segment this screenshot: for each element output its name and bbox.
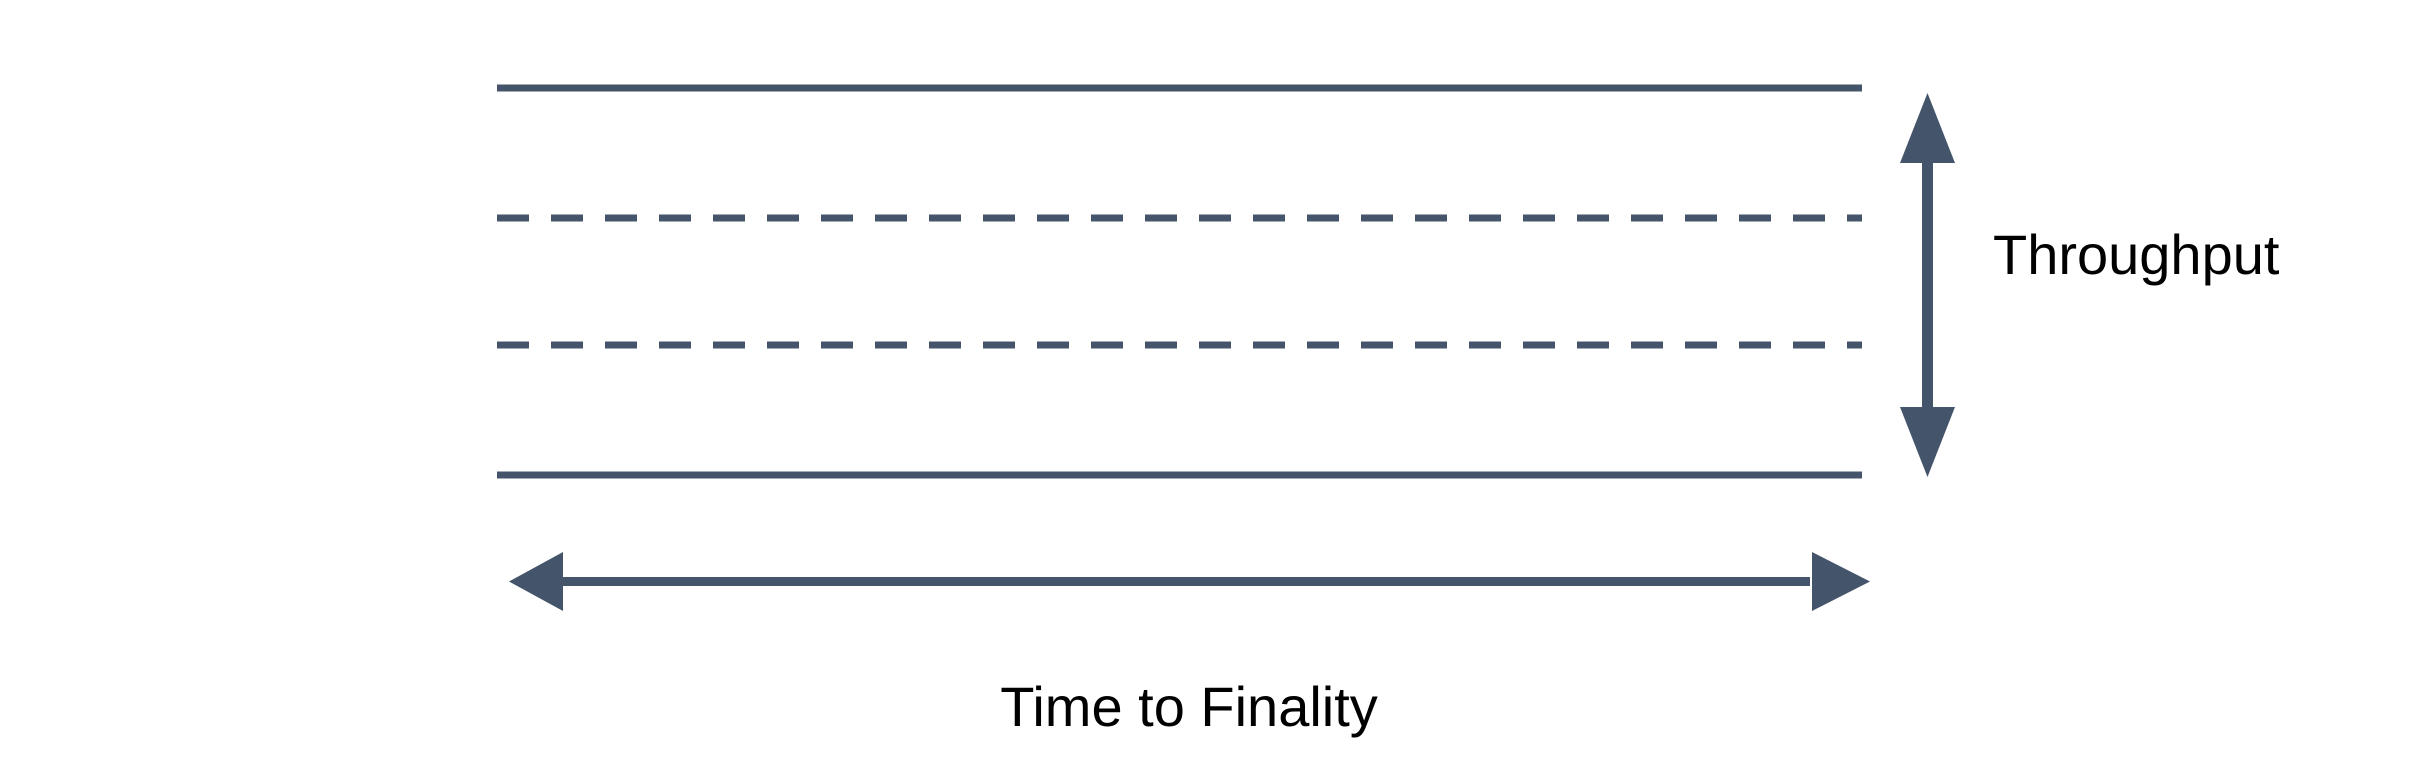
lane-group (497, 84, 1862, 479)
time-to-finality-axis-label: Time to Finality (1000, 675, 1378, 738)
time-to-finality-arrowhead-left (509, 552, 563, 611)
throughput-arrowhead-up (1900, 93, 1955, 163)
throughput-arrow-shaft (1922, 160, 1933, 410)
time-to-finality-arrowhead-right (1812, 552, 1870, 611)
time-to-finality-arrow-shaft (560, 577, 1810, 586)
throughput-arrow (1900, 93, 1955, 477)
throughput-arrowhead-down (1900, 407, 1955, 477)
time-to-finality-arrow (509, 552, 1870, 611)
throughput-axis-label: Throughput (1993, 223, 2280, 286)
